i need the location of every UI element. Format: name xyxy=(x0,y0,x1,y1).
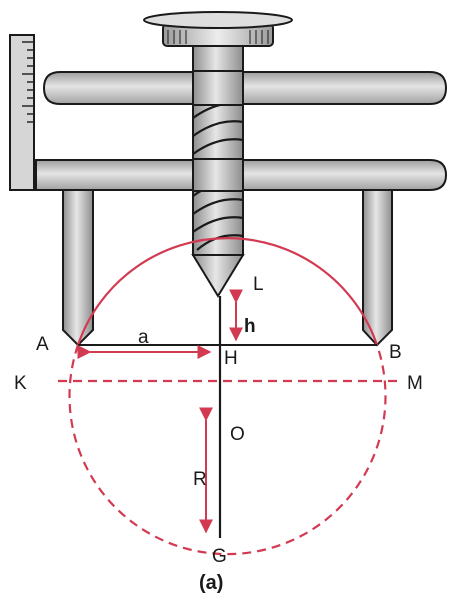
label-h: h xyxy=(244,316,256,337)
scale-ticks xyxy=(22,41,34,123)
label-R: R xyxy=(193,469,207,490)
upper-bar xyxy=(42,70,448,106)
label-H: H xyxy=(224,348,238,369)
vertical-scale xyxy=(9,34,35,191)
figure-caption: (a) xyxy=(199,572,223,594)
lower-bar xyxy=(35,158,448,192)
label-K: K xyxy=(14,373,27,394)
top-disc xyxy=(143,11,293,47)
knurl-lines xyxy=(167,30,269,44)
label-B: B xyxy=(389,342,402,363)
circle-lower-arc-dashed xyxy=(68,344,387,556)
label-a: a xyxy=(138,327,149,348)
label-G: G xyxy=(212,546,227,567)
label-L: L xyxy=(253,274,264,295)
label-A: A xyxy=(36,334,49,355)
circle-upper-arc xyxy=(76,237,379,346)
label-M: M xyxy=(407,373,423,394)
label-O: O xyxy=(230,424,245,445)
